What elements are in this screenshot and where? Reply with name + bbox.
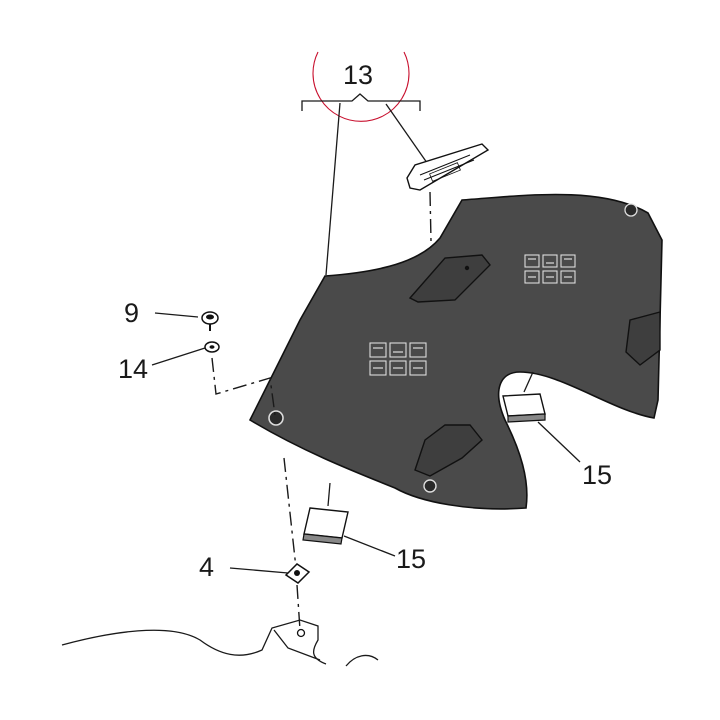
washer-icon [204,341,220,353]
vehicle-frame-outline [61,619,327,665]
highlight-arc [312,51,410,122]
leader-15-right [537,421,581,463]
panel-logo-mark-right [524,254,576,284]
callout-15-bottom: 15 [396,544,426,574]
cover-panel [248,193,663,510]
adhesive-pad-right-icon [502,393,546,423]
clip-nut-icon [284,563,311,584]
leader-4 [229,567,289,574]
frame-hole [296,628,306,638]
frame-edge-right [345,654,379,667]
callout-15-right: 15 [582,460,612,490]
screw-assembly-line [211,357,276,416]
bracket-13 [301,93,421,111]
clip-to-frame-line [296,584,301,631]
frame-bracket [273,629,321,661]
slot-hole [464,265,470,271]
leader-9 [154,312,199,318]
panel-cutout-right [625,311,661,366]
fastener-hole-top [624,203,638,217]
warning-label-icon [406,143,490,191]
leader-15-bottom [343,535,396,557]
pad-right-guide [523,371,534,393]
leader-13-panel [325,102,341,276]
adhesive-pad-bottom-icon [302,507,349,545]
callout-9: 9 [124,298,139,328]
callout-4: 4 [199,552,214,582]
panel-cutout-bottom [414,424,483,477]
fastener-hole-left [268,410,284,426]
panel-logo-mark-center [369,342,427,376]
screw-icon [201,311,219,331]
callout-14: 14 [118,354,148,384]
clip-assembly-line [283,457,297,569]
panel-slot [408,254,491,303]
leader-14 [151,347,206,366]
callout-13: 13 [343,60,373,90]
pad-bottom-guide [327,482,331,507]
leader-13-label [385,103,433,171]
fastener-hole-bottom [423,479,437,493]
